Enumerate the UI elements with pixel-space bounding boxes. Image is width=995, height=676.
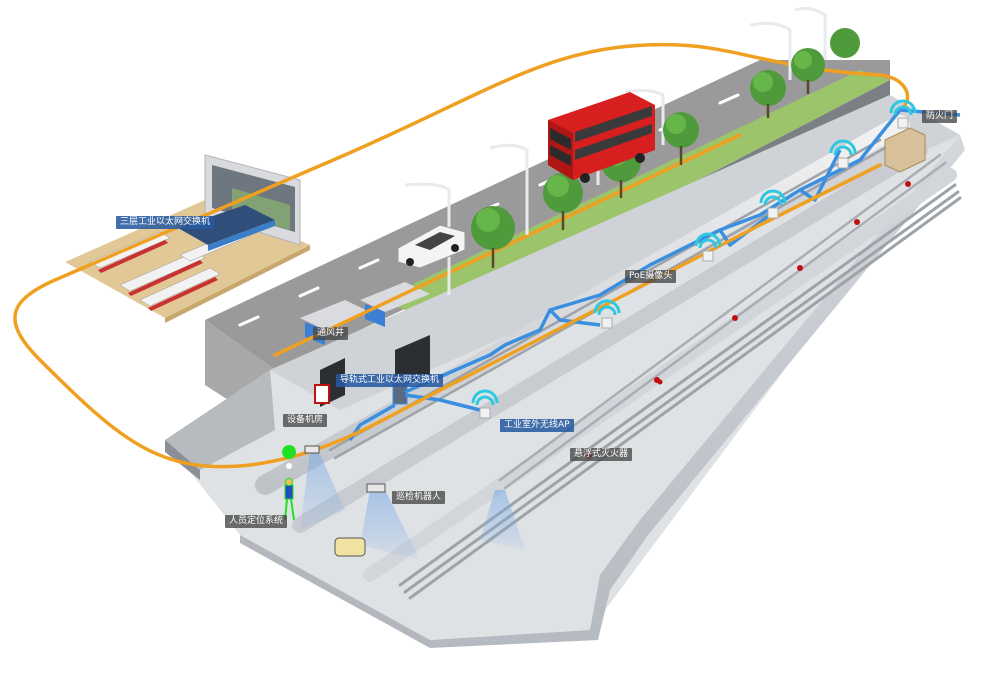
wifi-access-points	[471, 99, 917, 419]
label-l3-switch: 三层工业以太网交换机	[116, 216, 215, 229]
label-personnel-positioning: 人员定位系统	[225, 515, 288, 528]
wifi-icon	[471, 389, 499, 419]
label-outdoor-ap: 工业室外无线AP	[500, 419, 574, 432]
label-vent-shaft: 通风井	[313, 327, 349, 340]
label-fire-door: 防火门	[922, 110, 958, 123]
inspection-robot	[300, 445, 525, 560]
white-car	[397, 224, 466, 269]
wifi-icon	[889, 99, 917, 129]
label-poe-camera: PoE摄像头	[625, 270, 677, 283]
wifi-icon	[759, 189, 787, 219]
double-decker-bus	[548, 92, 655, 183]
tunnel-structure	[165, 95, 965, 648]
wifi-icon	[593, 299, 621, 329]
control-room	[65, 154, 310, 323]
fire-door	[884, 127, 926, 173]
fiber-cable	[13, 42, 910, 469]
label-inspection-robot: 巡检机器人	[392, 491, 446, 504]
label-fire-extinguisher: 悬浮式灭火器	[570, 448, 633, 461]
label-din-rail-switch: 导轨式工业以太网交换机	[336, 374, 444, 387]
wifi-icon	[829, 139, 857, 169]
wifi-icon	[694, 232, 722, 262]
label-equipment-room: 设备机房	[283, 414, 328, 427]
